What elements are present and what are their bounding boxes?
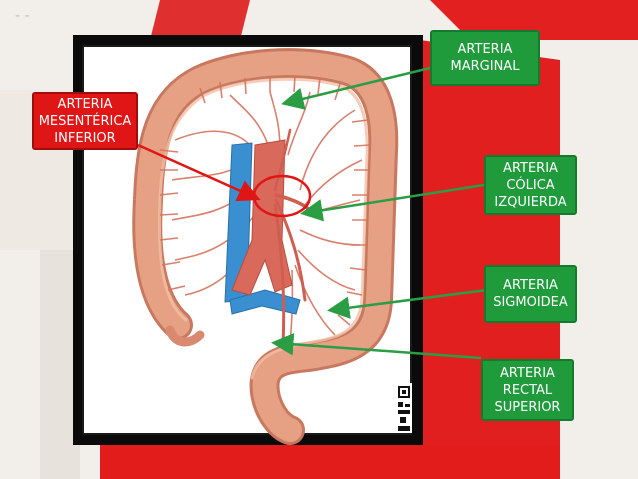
label-arteria-mesenterica-inferior: ARTERIA MESENTÉRICA INFERIOR [32, 92, 138, 150]
label-arteria-rectal-superior: ARTERIA RECTAL SUPERIOR [481, 359, 574, 421]
arrow-rectal [271, 333, 482, 360]
label-arteria-marginal: ARTERIA MARGINAL [430, 30, 540, 86]
arrow-marginal [281, 66, 431, 110]
arrow-sigmoidea [327, 288, 488, 319]
branch-arteries [273, 128, 314, 347]
label-arteria-colica-izquierda: ARTERIA CÓLICA IZQUIERDA [484, 155, 577, 215]
svg-text:- -: - - [15, 8, 30, 24]
arrow-mesenterica [137, 143, 261, 202]
arrow-colica [300, 183, 485, 222]
qr-code [396, 383, 412, 433]
label-arteria-sigmoidea: ARTERIA SIGMOIDEA [484, 265, 577, 323]
colon [132, 48, 399, 445]
